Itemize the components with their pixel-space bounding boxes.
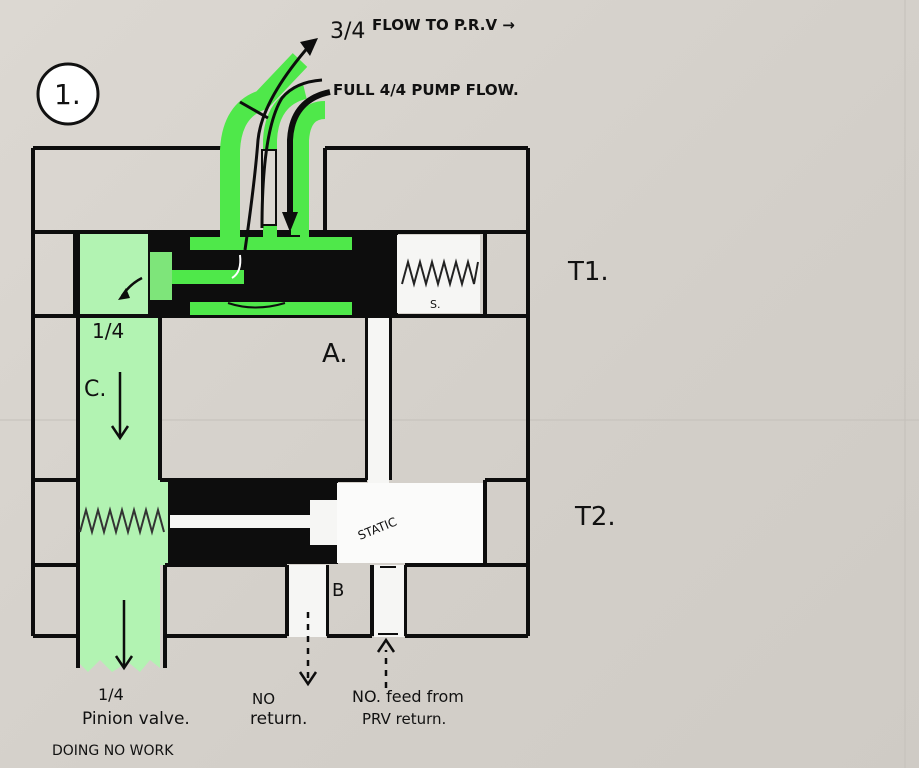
tier-t2-label: T2. (574, 502, 616, 532)
no-feed-label-line2: PRV return. (362, 710, 446, 728)
port-b-label: B (332, 580, 344, 601)
tier-t1-label: T1. (567, 257, 609, 287)
pump-flow-pipes (118, 38, 331, 300)
no-feed-label-line1: NO. feed from (352, 687, 464, 706)
flow-to-prv-label: FLOW TO P.R.V → (372, 16, 515, 34)
flow-arrows (110, 372, 396, 688)
static-chamber (337, 483, 483, 563)
t1-green-bottom-land (190, 302, 352, 315)
t1-green-pilot (150, 252, 172, 300)
no-return-label-line1: NO (252, 690, 275, 708)
quarter-flow-label: 1/4 (92, 319, 124, 343)
port-c-label: C. (84, 377, 106, 402)
no-return-label-line2: return. (250, 709, 307, 729)
prv-fraction: 3/4 (330, 19, 365, 44)
spring-label: S. (430, 298, 440, 311)
t2-plunger-head (310, 500, 337, 545)
t1-green-stem (172, 270, 244, 284)
t2-plunger-rod (170, 515, 312, 528)
full-pump-flow-label: FULL 4/4 PUMP FLOW. (333, 81, 519, 99)
prv-return-channel (374, 565, 404, 637)
port-a-label: A. (322, 339, 348, 369)
pinion-fraction: 1/4 (98, 685, 124, 704)
step-number: 1. (54, 78, 81, 111)
port-a-channel (368, 318, 389, 483)
port-c-channel (78, 232, 168, 672)
pinion-valve-label: Pinion valve. (82, 709, 190, 729)
spring-t2-icon (79, 506, 165, 536)
t1-green-top-land (190, 237, 352, 250)
step-number-badge (36, 62, 100, 126)
flow-stroke (227, 302, 286, 309)
doing-no-work-label: DOING NO WORK (52, 743, 174, 759)
spring-s1-icon (401, 258, 479, 288)
